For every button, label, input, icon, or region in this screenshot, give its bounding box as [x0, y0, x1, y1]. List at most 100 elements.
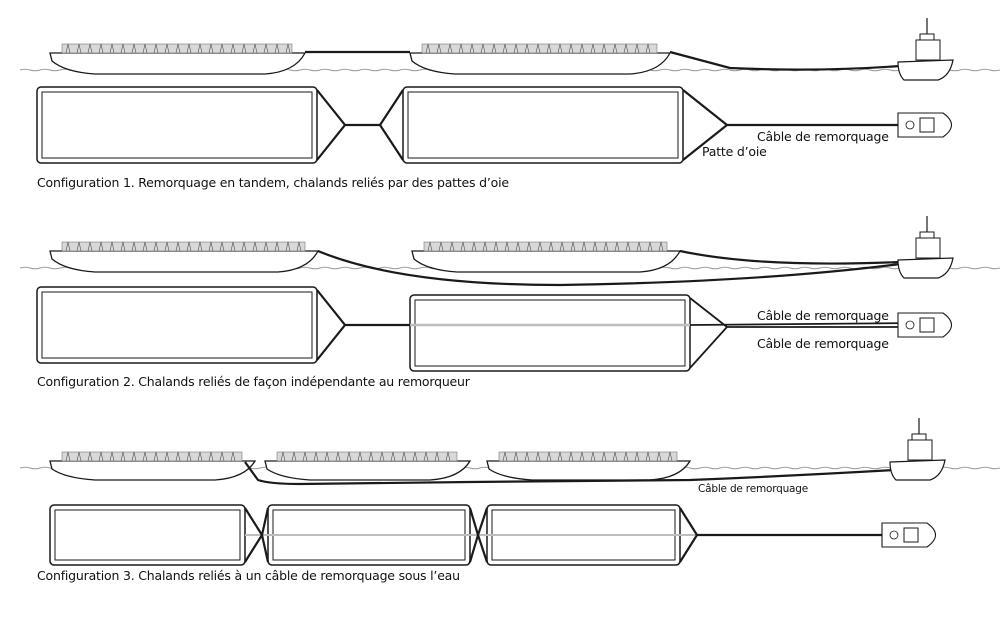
rack-post: [142, 241, 148, 252]
rack-post: [197, 241, 203, 252]
rack-post: [164, 241, 170, 252]
rack-post: [87, 451, 93, 462]
rack-post: [357, 451, 363, 462]
rack-post: [280, 451, 286, 462]
rack-post: [65, 43, 71, 54]
rack-post: [535, 43, 541, 54]
rack-post: [230, 451, 236, 462]
rack-post: [645, 451, 651, 462]
rack-post: [263, 241, 269, 252]
rack-post: [219, 43, 225, 54]
tug-bridge: [911, 433, 927, 441]
rack-post: [502, 451, 508, 462]
rack-post: [623, 451, 629, 462]
barge-cargo-rack: [61, 241, 306, 252]
tow-cable-label-2b: Câble de remorquage: [757, 336, 889, 351]
rack-post: [401, 451, 407, 462]
rack-post: [164, 451, 170, 462]
rack-post: [230, 43, 236, 54]
rack-post: [76, 241, 82, 252]
rack-post: [458, 43, 464, 54]
rack-post: [76, 451, 82, 462]
rack-post: [469, 43, 475, 54]
rack-post: [559, 241, 565, 252]
rack-post: [423, 451, 429, 462]
tug-top-bitt: [905, 320, 915, 330]
rack-post: [460, 241, 466, 252]
tow-cable-label-2a: Câble de remorquage: [757, 308, 889, 323]
rack-post: [570, 241, 576, 252]
rack-post: [87, 241, 93, 252]
rack-post: [625, 241, 631, 252]
tug-side-hull: [897, 59, 954, 81]
rack-post: [379, 451, 385, 462]
rack-post: [98, 451, 104, 462]
rack-post: [524, 43, 530, 54]
barge-top-deck: [41, 291, 313, 359]
rack-post: [658, 241, 664, 252]
rack-post: [471, 241, 477, 252]
tug-top-cabin: [919, 317, 935, 333]
barge-cargo-rack: [421, 43, 658, 54]
rack-post: [623, 43, 629, 54]
rack-post: [568, 43, 574, 54]
tug-top-bitt: [905, 120, 915, 130]
rack-post: [109, 43, 115, 54]
caption-config-2: Configuration 2. Chalands reliés de faço…: [37, 374, 470, 389]
caption-config-3: Configuration 3. Chalands reliés à un câ…: [37, 568, 460, 583]
rack-post: [515, 241, 521, 252]
rack-post: [480, 43, 486, 54]
rack-post: [285, 241, 291, 252]
rack-post: [324, 451, 330, 462]
rack-post: [252, 241, 258, 252]
rack-post: [526, 241, 532, 252]
rack-post: [131, 451, 137, 462]
cable-side-rear-barge: [317, 249, 901, 287]
barge-side-hull: [49, 460, 257, 481]
rack-post: [120, 451, 126, 462]
rack-post: [425, 43, 431, 54]
rack-post: [634, 451, 640, 462]
rack-post: [120, 241, 126, 252]
rack-post: [98, 241, 104, 252]
rack-post: [502, 43, 508, 54]
rack-post: [579, 451, 585, 462]
rack-post: [634, 43, 640, 54]
barge-side-hull: [49, 250, 320, 273]
rack-post: [412, 451, 418, 462]
tug-top-cabin: [919, 117, 935, 133]
rack-post: [131, 241, 137, 252]
rack-post: [445, 451, 451, 462]
rack-post: [592, 241, 598, 252]
cable-side-underwater: [244, 461, 896, 486]
rack-post: [153, 451, 159, 462]
bridle-link: [316, 89, 404, 161]
rack-post: [434, 451, 440, 462]
rack-post: [142, 451, 148, 462]
rack-post: [368, 451, 374, 462]
rack-post: [482, 241, 488, 252]
rack-post: [186, 43, 192, 54]
rack-post: [131, 43, 137, 54]
rack-post: [579, 43, 585, 54]
rack-post: [87, 43, 93, 54]
rack-post: [186, 451, 192, 462]
rack-post: [427, 241, 433, 252]
rack-post: [537, 241, 543, 252]
rack-post: [313, 451, 319, 462]
rack-post: [208, 451, 214, 462]
rack-post: [219, 241, 225, 252]
rack-post: [568, 451, 574, 462]
tow-cable-label-3: Câble de remorquage: [698, 483, 809, 495]
rack-post: [504, 241, 510, 252]
barge-side-hull: [409, 52, 672, 75]
rack-post: [557, 43, 563, 54]
rack-post: [335, 451, 341, 462]
rack-post: [390, 451, 396, 462]
tug-side-hull: [897, 257, 954, 279]
barge-side-hull: [49, 52, 307, 75]
rack-post: [491, 43, 497, 54]
rack-post: [449, 241, 455, 252]
tow-cable-label-1: Câble de remorquage: [757, 129, 889, 144]
